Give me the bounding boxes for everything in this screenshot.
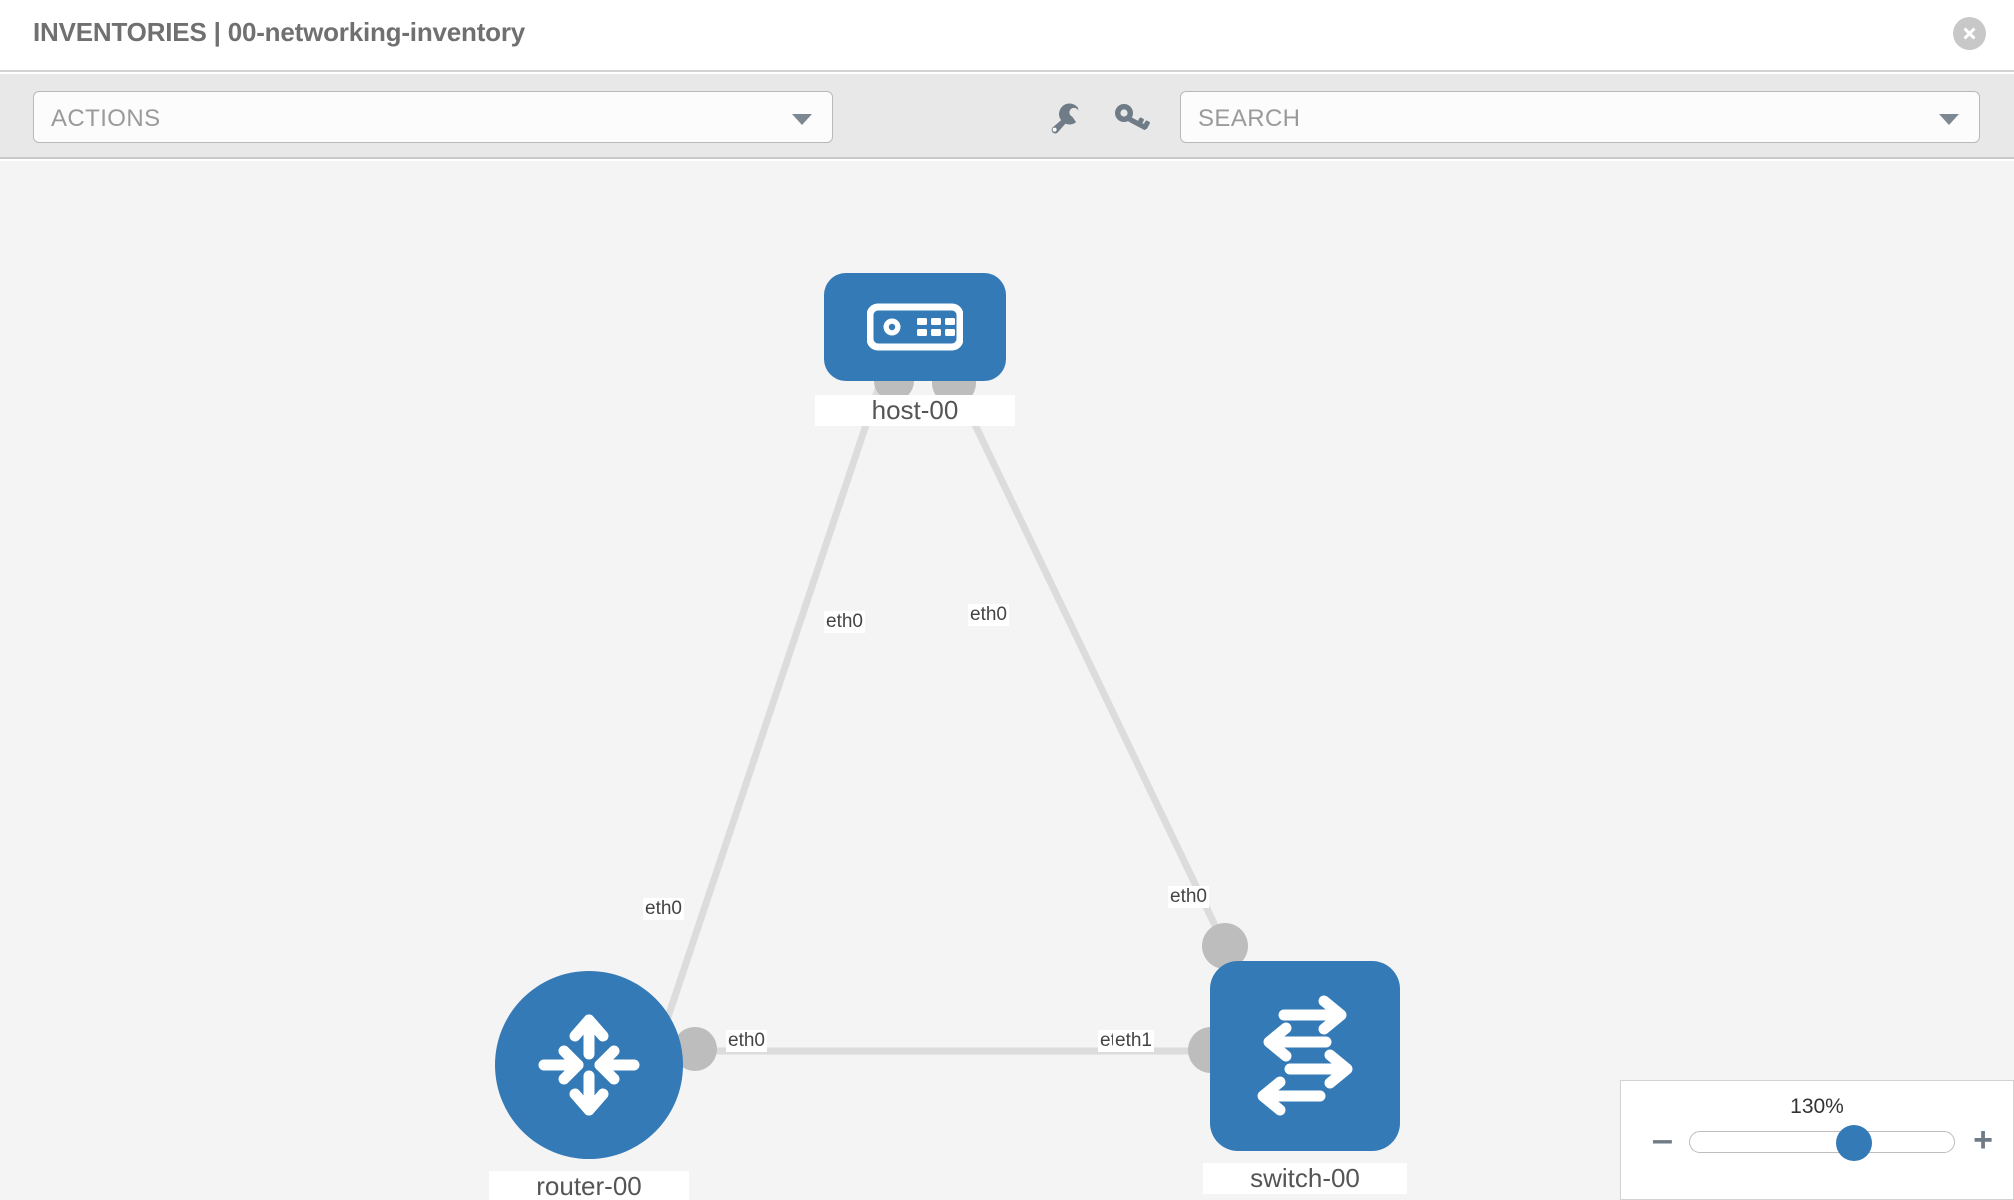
topology-canvas[interactable]: host-00	[0, 161, 2014, 1200]
iface-label-host-left: eth0	[824, 611, 865, 633]
iface-label-host-right: eth0	[968, 604, 1009, 626]
router-arrows-icon	[538, 1014, 640, 1116]
host-node-shape[interactable]	[824, 273, 1006, 381]
switch-node-shape[interactable]	[1210, 961, 1400, 1151]
node-label-switch-00: switch-00	[1203, 1163, 1407, 1194]
wrench-icon[interactable]	[1042, 98, 1086, 138]
edge-host-router	[656, 381, 884, 1043]
key-glyph	[1115, 104, 1150, 130]
toolbar: ACTIONS	[0, 74, 2014, 159]
close-glyph	[1963, 27, 1976, 40]
zoom-in-button[interactable]: +	[1973, 1121, 1993, 1159]
topology-edges	[656, 381, 1236, 1055]
node-host-00[interactable]: host-00	[815, 273, 1015, 426]
key-icon[interactable]	[1110, 98, 1154, 138]
close-icon[interactable]	[1953, 17, 1986, 50]
switch-arrows-icon	[1257, 995, 1353, 1116]
zoom-control: 130% ‒ +	[1620, 1080, 2014, 1200]
iface-label-router-up: eth0	[643, 898, 684, 920]
page-title: INVENTORIES | 00-networking-inventory	[33, 17, 526, 47]
node-switch-00[interactable]: switch-00	[1203, 961, 1407, 1194]
search-input[interactable]: SEARCH	[1180, 91, 1980, 143]
wrench-glyph	[1051, 103, 1079, 134]
window-header: INVENTORIES | 00-networking-inventory	[0, 0, 2014, 72]
iface-label-router-right: eth0	[726, 1030, 767, 1052]
chevron-down-icon	[1939, 114, 1959, 125]
iface-label-switch-up: eth0	[1168, 886, 1209, 908]
server-icon	[867, 303, 963, 351]
node-label-host-00: host-00	[815, 395, 1015, 426]
zoom-slider[interactable]	[1689, 1125, 1955, 1161]
zoom-percent-label: 130%	[1790, 1095, 1844, 1118]
topology-graph: host-00	[0, 161, 2014, 1200]
iface-label-switch-left-b: eth1	[1113, 1030, 1154, 1052]
chevron-down-icon	[792, 114, 812, 125]
actions-dropdown[interactable]: ACTIONS	[33, 91, 833, 143]
zoom-out-button[interactable]: ‒	[1653, 1121, 1672, 1159]
search-placeholder: SEARCH	[1198, 105, 1301, 132]
edge-host-switch	[951, 381, 1236, 963]
node-label-router-00: router-00	[489, 1171, 689, 1200]
actions-dropdown-label: ACTIONS	[51, 105, 161, 132]
zoom-slider-thumb[interactable]	[1836, 1125, 1872, 1161]
router-node-shape[interactable]	[495, 971, 683, 1159]
node-router-00[interactable]: router-00	[489, 971, 689, 1200]
